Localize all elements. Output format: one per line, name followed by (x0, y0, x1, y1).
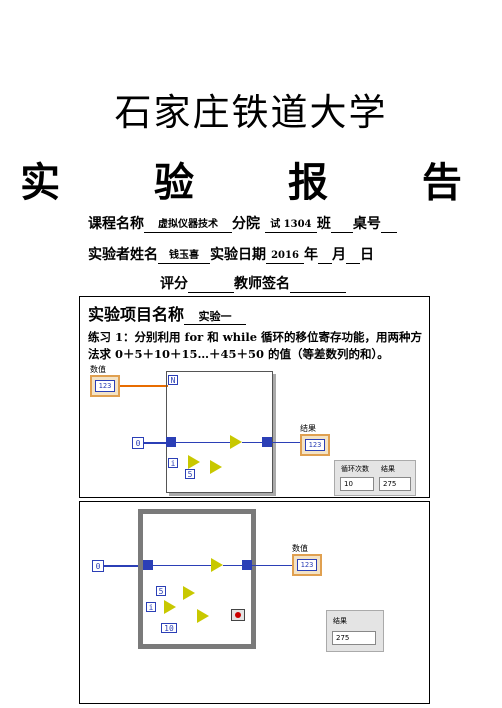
project-line: 实验项目名称实验一 (88, 301, 247, 325)
date-label: 实验日期 (210, 247, 266, 263)
wire-sr-add-1 (176, 442, 230, 443)
course-label: 课程名称 (88, 216, 144, 232)
numeric-indicator-1: 123 (300, 434, 330, 456)
step-constant-1[interactable]: 5 (185, 469, 195, 479)
loop-index-terminal-2: i (146, 602, 156, 612)
limit-constant-2[interactable]: 10 (161, 623, 177, 633)
day-label: 日 (360, 247, 374, 263)
numeric-indicator-2: 123 (292, 554, 322, 576)
loop-index-terminal: i (168, 458, 178, 468)
month-value (318, 247, 332, 264)
while-loop-frame[interactable] (138, 509, 256, 649)
output-label-1: 结果 (300, 424, 316, 433)
wire-out-2 (252, 565, 292, 566)
wire-add-sr-1 (242, 442, 262, 443)
input-label-1: 数值 (90, 365, 106, 374)
report-title: 实 验 报 告 (20, 160, 502, 206)
stop-icon (235, 612, 241, 618)
panel-result-label-1: 结果 (381, 465, 395, 473)
step-constant-2[interactable]: 5 (156, 586, 166, 596)
month-label: 月 (332, 247, 346, 263)
numeric-control-1[interactable]: 123 (90, 375, 120, 397)
panel-result-value-2: 275 (332, 631, 376, 645)
multiply-node-2 (183, 586, 195, 600)
day-value (346, 247, 360, 264)
name-label: 实验者姓名 (88, 247, 158, 263)
project-label: 实验项目名称 (88, 305, 185, 324)
teacher-value (290, 276, 346, 293)
experiment-box-1: 实验项目名称实验一 练习 1：分别利用 for 和 while 循环的移位寄存功… (79, 296, 430, 498)
shift-register-right-2 (242, 560, 252, 570)
numeric-indicator-2-value: 123 (297, 559, 317, 571)
experiment-box-2: 0 5 i 10 数值 123 结果 275 (79, 501, 430, 704)
panel-count-label: 循环次数 (341, 465, 369, 473)
date-year: 2016 (266, 247, 304, 264)
increment-node-1 (188, 455, 200, 469)
score-value (188, 276, 234, 293)
class-label: 班 (316, 216, 331, 232)
front-panel-1: 循环次数 结果 10 275 (334, 460, 416, 496)
wire-add-sr-2 (223, 565, 242, 566)
numeric-indicator-1-value: 123 (305, 439, 325, 451)
wire-init-2 (104, 565, 138, 567)
multiply-node-1 (210, 460, 222, 474)
project-value: 实验一 (184, 308, 247, 325)
panel-count-value[interactable]: 10 (340, 477, 374, 491)
name-value: 钱玉喜 (158, 247, 210, 264)
desk-value (380, 216, 397, 233)
panel-result-value-1: 275 (379, 477, 411, 491)
input-label-2: 数值 (292, 544, 308, 553)
dept-value: 试 1304 (264, 216, 317, 233)
compare-node-2 (197, 609, 209, 623)
front-panel-2: 结果 275 (326, 610, 384, 652)
init-constant-1[interactable]: 0 (132, 437, 144, 449)
add-node-1 (230, 435, 242, 449)
year-label: 年 (304, 247, 318, 263)
wire-input-1 (120, 385, 168, 387)
exercise-text: 练习 1：分别利用 for 和 while 循环的移位寄存功能，用两种方法求 0… (88, 330, 423, 361)
panel-result-label-2: 结果 (333, 617, 347, 625)
desk-label: 桌号 (352, 216, 381, 232)
loop-count-terminal: N (168, 375, 178, 385)
score-line: 评分 教师签名 (160, 273, 346, 293)
wire-sr-add-2 (153, 565, 211, 566)
score-label: 评分 (160, 276, 188, 292)
for-loop-frame[interactable] (166, 371, 273, 493)
teacher-label: 教师签名 (234, 276, 290, 292)
add-node-2 (211, 558, 223, 572)
university-title: 石家庄铁道大学 (114, 91, 388, 134)
shift-register-left-2 (143, 560, 153, 570)
stop-condition-terminal (231, 609, 245, 621)
course-value: 虚拟仪器技术 (144, 216, 232, 233)
shift-register-right-1 (262, 437, 272, 447)
increment-node-2 (164, 600, 176, 614)
numeric-control-1-value: 123 (95, 380, 115, 392)
dept-label: 分院 (232, 216, 260, 232)
init-constant-2[interactable]: 0 (92, 560, 104, 572)
shift-register-left-1 (166, 437, 176, 447)
class-value (330, 216, 353, 233)
wire-init-1 (144, 442, 166, 444)
wire-out-1 (272, 442, 302, 443)
